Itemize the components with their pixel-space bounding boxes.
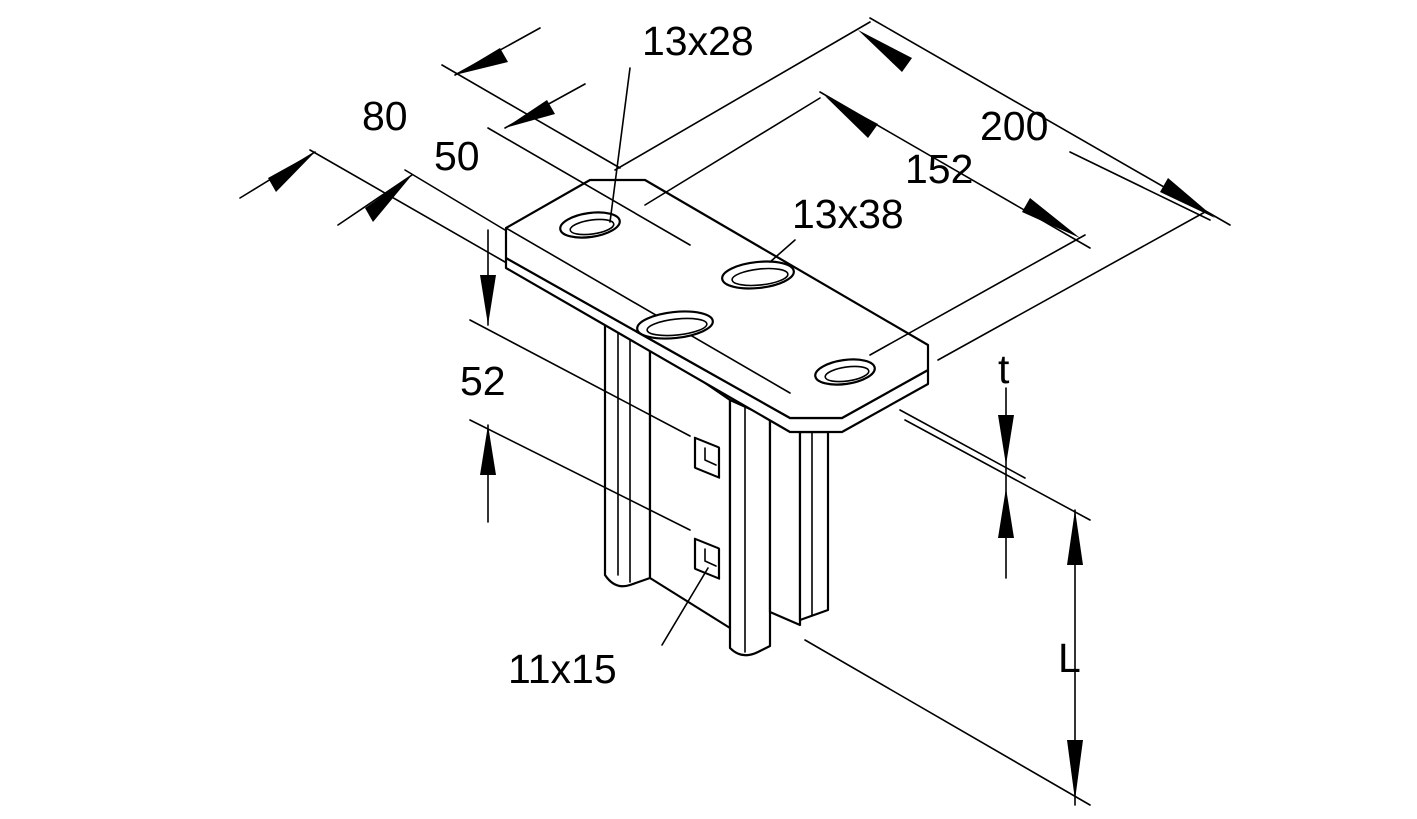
slot-1 [559, 211, 621, 239]
label-length-outer: 200 [980, 103, 1048, 149]
label-width-outer: 80 [362, 93, 408, 139]
slot-4 [814, 358, 876, 386]
slot-3 [636, 310, 714, 340]
square-hole-lower [693, 537, 721, 580]
label-width-inner: 50 [434, 133, 480, 179]
dimension-labels: 13x28 13x38 11x15 80 50 200 152 52 t L [362, 18, 1081, 692]
label-length-inner: 152 [905, 146, 973, 192]
label-slot-top: 13x28 [642, 18, 754, 64]
post-profile [603, 308, 830, 657]
dimension-arrows [268, 30, 1215, 800]
square-hole-upper [693, 436, 721, 479]
label-length-var: L [1058, 635, 1081, 681]
slot-2 [721, 260, 795, 290]
top-plate [504, 178, 930, 434]
label-thickness: t [998, 346, 1010, 392]
label-hole-small: 11x15 [508, 646, 617, 692]
label-slot-side: 13x38 [792, 191, 904, 237]
label-height-upper: 52 [460, 358, 506, 404]
